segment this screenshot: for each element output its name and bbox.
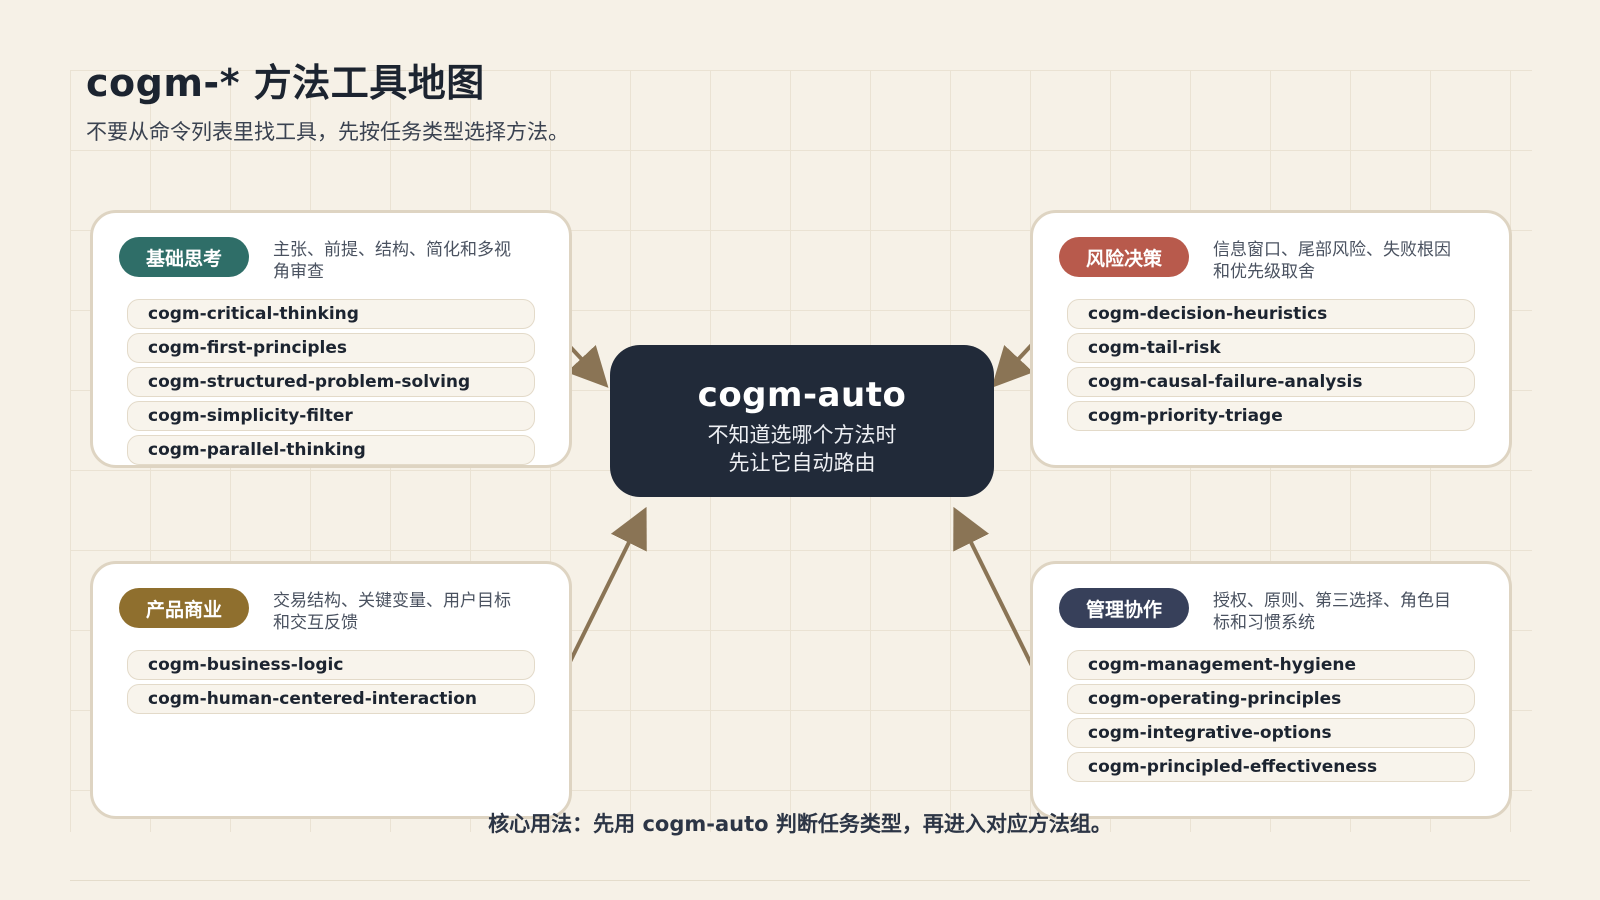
- arrow-manage-to-center: [953, 506, 1042, 683]
- group-desc-basic: 主张、前提、结构、简化和多视角审查: [273, 240, 511, 282]
- method-item[interactable]: cogm-human-centered-interaction: [127, 684, 535, 714]
- page-title: cogm-* 方法工具地图: [86, 61, 485, 105]
- group-panel-manage: 管理协作 授权、原则、第三选择、角色目标和习惯系统 cogm-managemen…: [1030, 561, 1512, 819]
- footnote: 核心用法：先用 cogm-auto 判断任务类型，再进入对应方法组。: [488, 812, 1112, 836]
- center-title: cogm-auto: [697, 375, 907, 415]
- group-badge-risk: 风险决策: [1059, 237, 1189, 277]
- bottom-divider: [70, 880, 1530, 881]
- method-item[interactable]: cogm-causal-failure-analysis: [1067, 367, 1475, 397]
- method-item[interactable]: cogm-management-hygiene: [1067, 650, 1475, 680]
- method-item[interactable]: cogm-operating-principles: [1067, 684, 1475, 714]
- method-item[interactable]: cogm-parallel-thinking: [127, 435, 535, 465]
- method-item[interactable]: cogm-principled-effectiveness: [1067, 752, 1475, 782]
- method-item[interactable]: cogm-structured-problem-solving: [127, 367, 535, 397]
- group-badge-basic: 基础思考: [119, 237, 249, 277]
- group-desc-product: 交易结构、关键变量、用户目标和交互反馈: [273, 591, 511, 633]
- method-item[interactable]: cogm-critical-thinking: [127, 299, 535, 329]
- method-item[interactable]: cogm-decision-heuristics: [1067, 299, 1475, 329]
- group-desc-risk: 信息窗口、尾部风险、失败根因和优先级取舍: [1213, 240, 1451, 282]
- group-desc-manage: 授权、原则、第三选择、角色目标和习惯系统: [1213, 591, 1451, 633]
- method-item[interactable]: cogm-simplicity-filter: [127, 401, 535, 431]
- group-panel-basic: 基础思考 主张、前提、结构、简化和多视角审查 cogm-critical-thi…: [90, 210, 572, 468]
- group-panel-product: 产品商业 交易结构、关键变量、用户目标和交互反馈 cogm-business-l…: [90, 561, 572, 819]
- method-item[interactable]: cogm-first-principles: [127, 333, 535, 363]
- group-badge-manage: 管理协作: [1059, 588, 1189, 628]
- method-item[interactable]: cogm-priority-triage: [1067, 401, 1475, 431]
- method-item[interactable]: cogm-business-logic: [127, 650, 535, 680]
- center-line-2: 先让它自动路由: [728, 451, 876, 475]
- center-node-cogm-auto[interactable]: cogm-auto 不知道选哪个方法时 先让它自动路由: [610, 345, 994, 497]
- method-item[interactable]: cogm-tail-risk: [1067, 333, 1475, 363]
- center-line-1: 不知道选哪个方法时: [707, 423, 897, 447]
- group-panel-risk: 风险决策 信息窗口、尾部风险、失败根因和优先级取舍 cogm-decision-…: [1030, 210, 1512, 468]
- group-badge-product: 产品商业: [119, 588, 249, 628]
- arrow-product-to-center: [558, 506, 647, 683]
- page-subtitle: 不要从命令列表里找工具，先按任务类型选择方法。: [86, 120, 569, 144]
- method-item[interactable]: cogm-integrative-options: [1067, 718, 1475, 748]
